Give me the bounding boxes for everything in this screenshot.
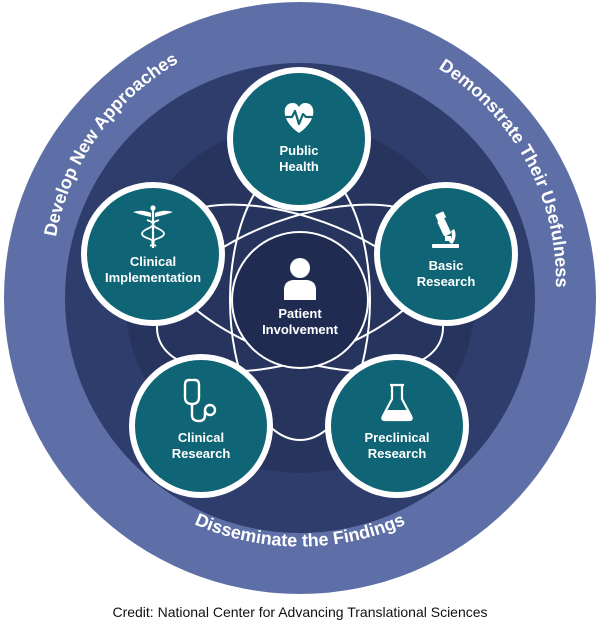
center-label-line2: Involvement <box>262 322 339 337</box>
node-clinical-research: Clinical Research <box>129 354 273 498</box>
node-label-line1: Clinical <box>130 254 176 269</box>
heart-pulse-icon <box>284 103 314 133</box>
center-label-line1: Patient <box>278 306 322 321</box>
node-label-line1: Clinical <box>178 430 224 445</box>
caduceus-icon <box>133 205 173 248</box>
node-label-line1: Basic <box>429 258 464 273</box>
center-patient-involvement: Patient Involvement <box>231 231 369 369</box>
node-label-line2: Research <box>172 446 231 461</box>
person-icon <box>284 258 316 300</box>
stethoscope-icon <box>183 378 217 423</box>
node-label-line2: Research <box>368 446 427 461</box>
node-label-line2: Implementation <box>105 270 201 285</box>
node-label-line1: Preclinical <box>364 430 429 445</box>
node-preclinical-research: Preclinical Research <box>325 354 469 498</box>
flask-icon <box>381 383 413 422</box>
node-label-line2: Health <box>279 159 319 174</box>
node-basic-research: Basic Research <box>374 182 518 326</box>
node-clinical-implementation: Clinical Implementation <box>81 182 225 326</box>
credit-caption: Credit: National Center for Advancing Tr… <box>112 604 488 620</box>
node-label-line2: Research <box>417 274 476 289</box>
node-label-line1: Public <box>279 143 318 158</box>
node-public-health: Public Health <box>227 67 371 211</box>
microscope-icon <box>432 211 459 248</box>
